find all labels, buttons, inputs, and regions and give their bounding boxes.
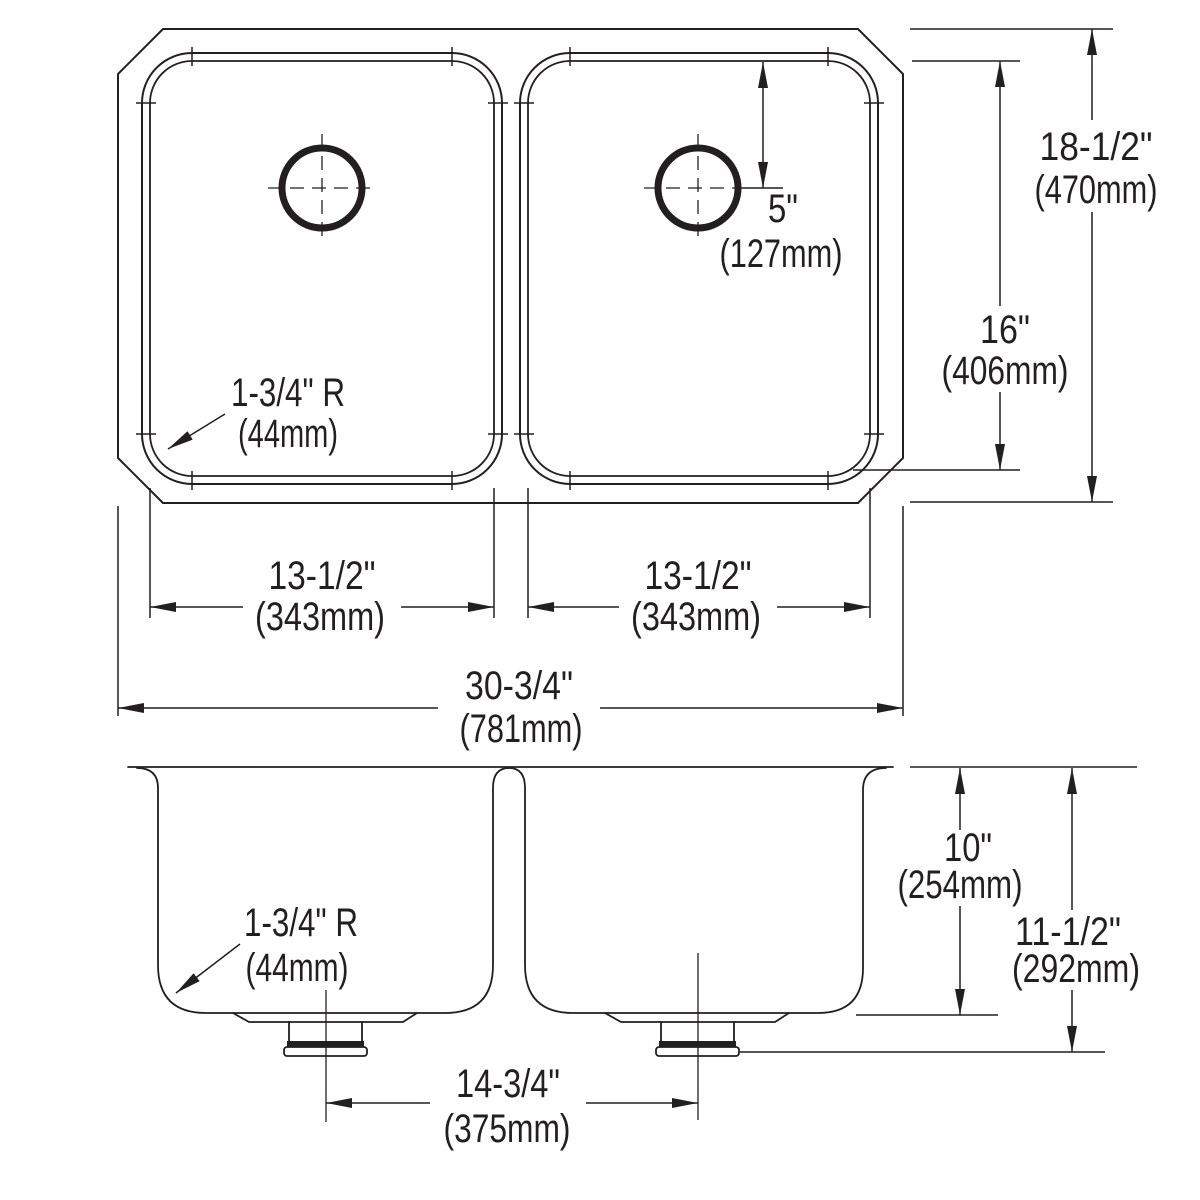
dim-overall-width-mm: (781mm)	[460, 707, 583, 751]
callout-corner-radius-section-mm: (44mm)	[246, 946, 349, 990]
dim-overall-depth: 11-1/2" (292mm)	[740, 768, 1148, 1053]
right-drain-hole	[644, 134, 783, 242]
dim-drain-spacing: 14-3/4" (375mm)	[326, 1062, 698, 1151]
dim-extension-lines	[910, 28, 1113, 503]
right-drain-fitting	[604, 953, 790, 1120]
dim-drain-from-back-inches: 5"	[768, 187, 798, 231]
left-drain-centerlines	[268, 134, 376, 242]
dim-right-bowl-width-inches: 13-1/2"	[645, 554, 752, 598]
right-bowl-inner-line	[527, 60, 871, 477]
dim-extension-lines	[527, 488, 871, 618]
dim-drain-from-back: 5" (127mm)	[712, 62, 852, 276]
dim-extension-lines	[149, 488, 495, 618]
right-drain-centerlines	[644, 134, 741, 242]
left-bowl-corner-ticks	[136, 47, 508, 490]
section-view: 1-3/4" R (44mm) 10" (254mm) 11-1/2" (292…	[127, 766, 1148, 1151]
left-drain-flange	[232, 1012, 418, 1023]
left-bowl-inner-line	[149, 60, 495, 477]
dim-extension-lines	[856, 766, 1137, 1016]
dim-left-bowl-width: 13-1/2" (343mm)	[149, 488, 495, 639]
dim-overall-depth-inches: 11-1/2"	[1015, 910, 1121, 954]
dim-drain-spacing-mm: (375mm)	[444, 1107, 571, 1151]
dim-bowl-front-back-mm: (406mm)	[942, 349, 1069, 393]
right-drain-flange	[604, 1012, 790, 1023]
dim-overall-width-inches: 30-3/4"	[465, 664, 573, 708]
dim-overall-width: 30-3/4" (781mm)	[117, 506, 904, 751]
sink-outer-edge	[117, 28, 904, 504]
dim-bowl-depth-mm: (254mm)	[898, 863, 1023, 907]
dim-overall-front-back-mm: (470mm)	[1035, 168, 1158, 212]
callout-corner-radius-section: 1-3/4" R (44mm)	[175, 901, 358, 994]
callout-corner-radius-plan-inches: 1-3/4" R	[231, 371, 345, 415]
callout-corner-radius-plan: 1-3/4" R (44mm)	[167, 371, 345, 456]
dim-bowl-front-back: 16" (406mm)	[853, 60, 1072, 471]
dim-overall-front-back: 18-1/2" (470mm)	[910, 28, 1166, 503]
left-drain-hole	[268, 134, 376, 242]
right-bowl-outer-line	[519, 52, 879, 485]
callout-corner-radius-plan-mm: (44mm)	[238, 412, 338, 456]
right-bowl-corner-ticks	[514, 47, 884, 490]
dim-extension-lines	[117, 506, 904, 716]
dim-left-bowl-width-mm: (343mm)	[255, 595, 385, 639]
dim-right-bowl-width-mm: (343mm)	[631, 595, 761, 639]
dim-overall-front-back-inches: 18-1/2"	[1040, 125, 1153, 169]
dim-bowl-depth: 10" (254mm)	[856, 766, 1137, 1016]
dim-drain-spacing-inches: 14-3/4"	[456, 1062, 560, 1106]
right-drain-body	[660, 1021, 735, 1042]
callout-corner-radius-section-inches: 1-3/4" R	[244, 901, 358, 945]
dim-overall-depth-mm: (292mm)	[1012, 947, 1140, 991]
plan-view: 18-1/2" (470mm) 16" (406mm) 5" (127mm) 1…	[117, 28, 1166, 751]
dim-bowl-depth-inches: 10"	[944, 826, 992, 870]
dim-right-bowl-width: 13-1/2" (343mm)	[527, 488, 871, 639]
bowl-section-profile	[136, 767, 887, 1014]
dim-drain-from-back-mm: (127mm)	[720, 232, 843, 276]
left-drain-body	[288, 1021, 363, 1042]
dim-left-bowl-width-inches: 13-1/2"	[269, 554, 376, 598]
dim-bowl-front-back-inches: 16"	[980, 308, 1030, 352]
left-bowl-outer-line	[141, 52, 503, 485]
left-drain-fitting	[232, 990, 418, 1122]
